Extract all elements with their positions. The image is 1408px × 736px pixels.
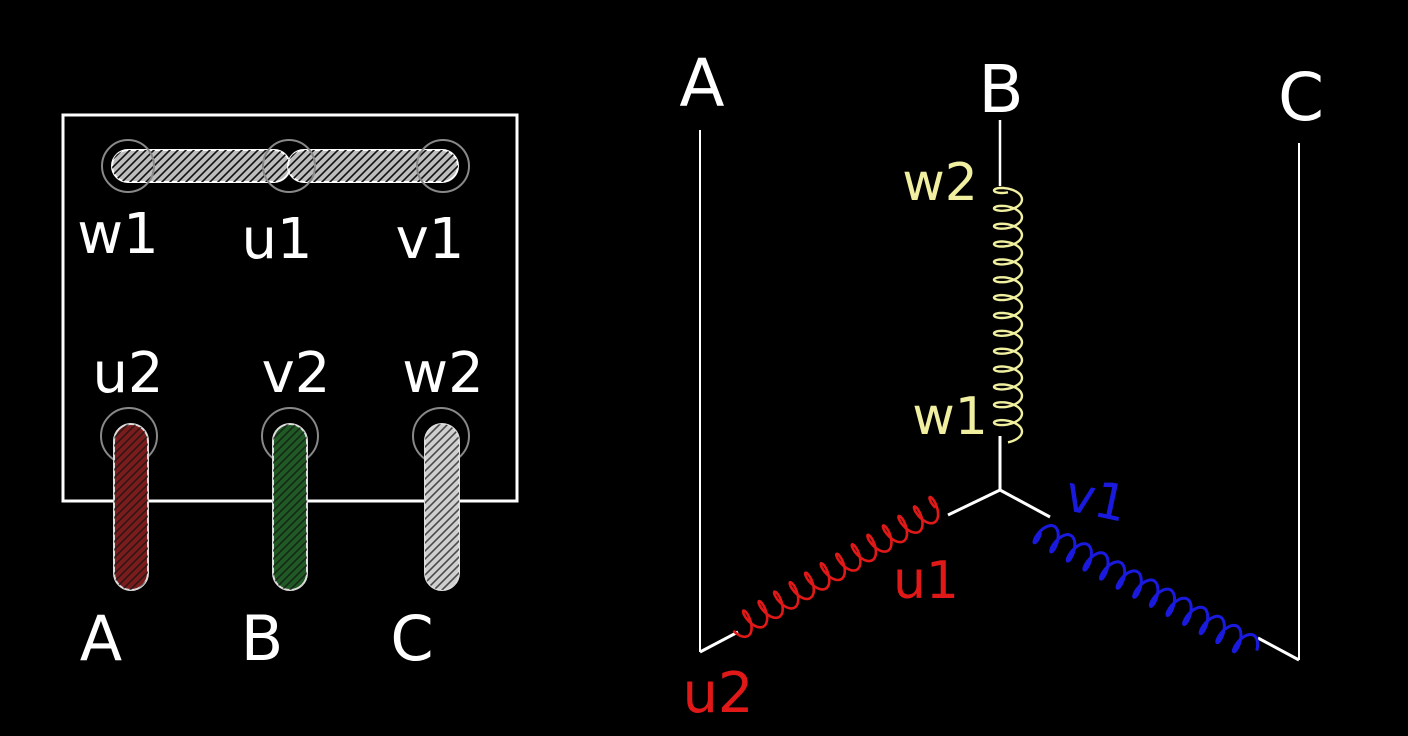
line-label-a-left: A bbox=[80, 602, 122, 675]
star-center-node bbox=[947, 436, 1051, 519]
label-u1: u1 bbox=[241, 207, 312, 272]
terminal-v1 bbox=[416, 139, 470, 193]
coil-v-path bbox=[1032, 523, 1260, 654]
terminal-w1 bbox=[101, 139, 155, 193]
label-u2: u2 bbox=[92, 341, 163, 406]
label-v1: v1 bbox=[396, 207, 465, 272]
label-u2-winding: u2 bbox=[682, 661, 753, 726]
winding-v-coil bbox=[1032, 523, 1260, 654]
line-label-c-right: C bbox=[1278, 59, 1324, 136]
label-w2: w2 bbox=[402, 341, 483, 406]
label-v1-winding: v1 bbox=[1060, 464, 1132, 533]
terminal-box-panel: w1 u1 v1 u2 v2 w2 A B C bbox=[61, 113, 519, 675]
label-v2: v2 bbox=[262, 341, 331, 406]
line-a-tap bbox=[699, 630, 739, 654]
label-w1-winding: w1 bbox=[912, 387, 988, 447]
supply-lead-b bbox=[272, 423, 308, 591]
line-c-tap bbox=[1257, 636, 1300, 662]
line-label-a-right: A bbox=[679, 45, 724, 122]
winding-u-coil bbox=[732, 495, 940, 639]
supply-lead-a bbox=[113, 423, 149, 591]
line-label-b-left: B bbox=[241, 602, 284, 675]
label-u1-winding: u1 bbox=[893, 551, 959, 611]
star-schematic: A B C w2 w1 u1 u2 v1 bbox=[679, 45, 1324, 726]
terminal-u1 bbox=[262, 139, 316, 193]
label-w1: w1 bbox=[77, 202, 158, 267]
label-w2-winding: w2 bbox=[902, 153, 978, 213]
coil-u-path bbox=[732, 495, 940, 639]
line-label-b-right: B bbox=[978, 51, 1023, 128]
line-label-c-left: C bbox=[390, 602, 433, 675]
winding-w-coil bbox=[992, 186, 1024, 444]
coil-w-path bbox=[992, 186, 1024, 444]
supply-lead-c bbox=[424, 423, 460, 591]
star-point-jumper bbox=[111, 149, 459, 183]
